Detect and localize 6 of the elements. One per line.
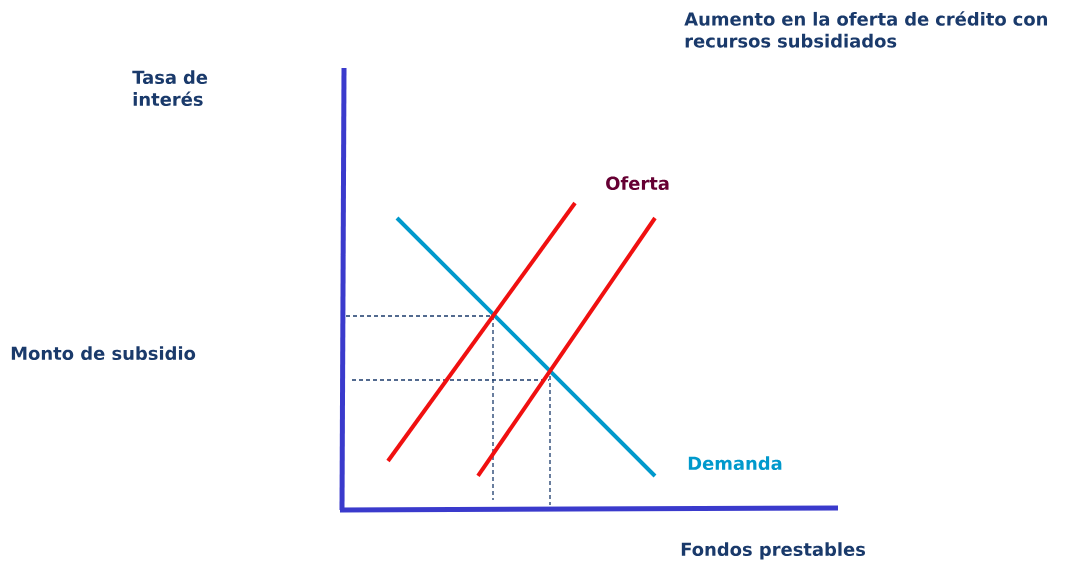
curve-label: Oferta — [606, 176, 669, 191]
curve-label: Demanda — [688, 456, 782, 471]
axis-label: Monto de subsidio — [11, 346, 196, 361]
axis-label: Fondos prestables — [681, 542, 866, 560]
axis-label: Tasa de interés — [132, 70, 208, 106]
title: Aumento en la oferta de crédito con recursos subsidiados — [684, 11, 1047, 48]
